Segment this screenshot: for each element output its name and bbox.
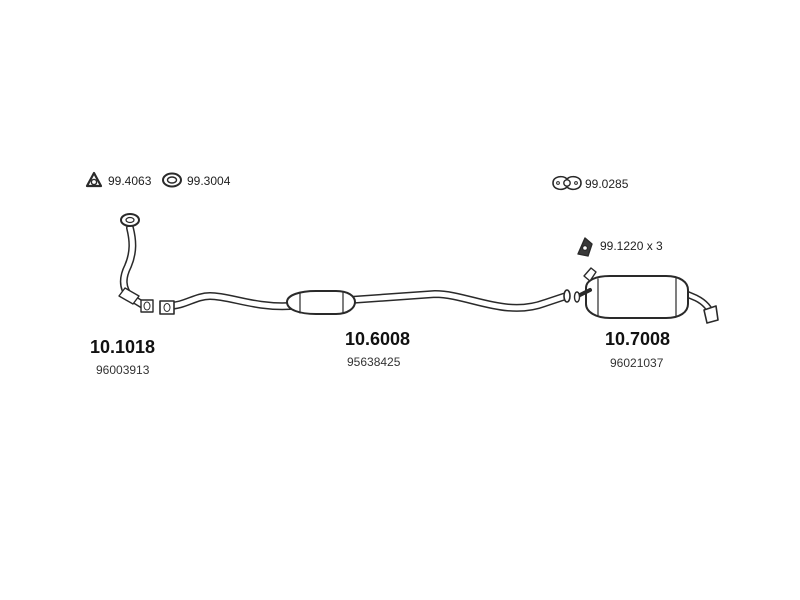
oem-number-rear-silencer: 96021037 <box>610 356 664 370</box>
middle-silencer-drawing <box>159 289 571 315</box>
front-pipe-drawing <box>118 213 154 313</box>
part-code-rear-silencer: 10.7008 <box>605 329 671 349</box>
ring-gasket-icon <box>162 172 182 188</box>
part-code-middle-silencer: 10.6008 <box>345 329 411 349</box>
part-code-front-pipe: 10.1018 <box>90 337 156 357</box>
mounting-rubber-icon <box>577 237 593 257</box>
oval-flange-gasket-icon <box>552 175 582 191</box>
accessory-code-triangular-gasket: 99.4063 <box>108 174 152 188</box>
accessory-code-oval-gasket: 99.0285 <box>585 177 629 191</box>
oem-number-front-pipe: 96003913 <box>96 363 150 377</box>
triangular-gasket-icon <box>85 171 103 188</box>
accessory-code-mounting-rubber: 99.1220 x 3 <box>600 239 663 253</box>
accessory-code-ring-gasket: 99.3004 <box>187 174 231 188</box>
rear-silencer-drawing <box>573 267 719 324</box>
oem-number-middle-silencer: 95638425 <box>347 355 401 369</box>
